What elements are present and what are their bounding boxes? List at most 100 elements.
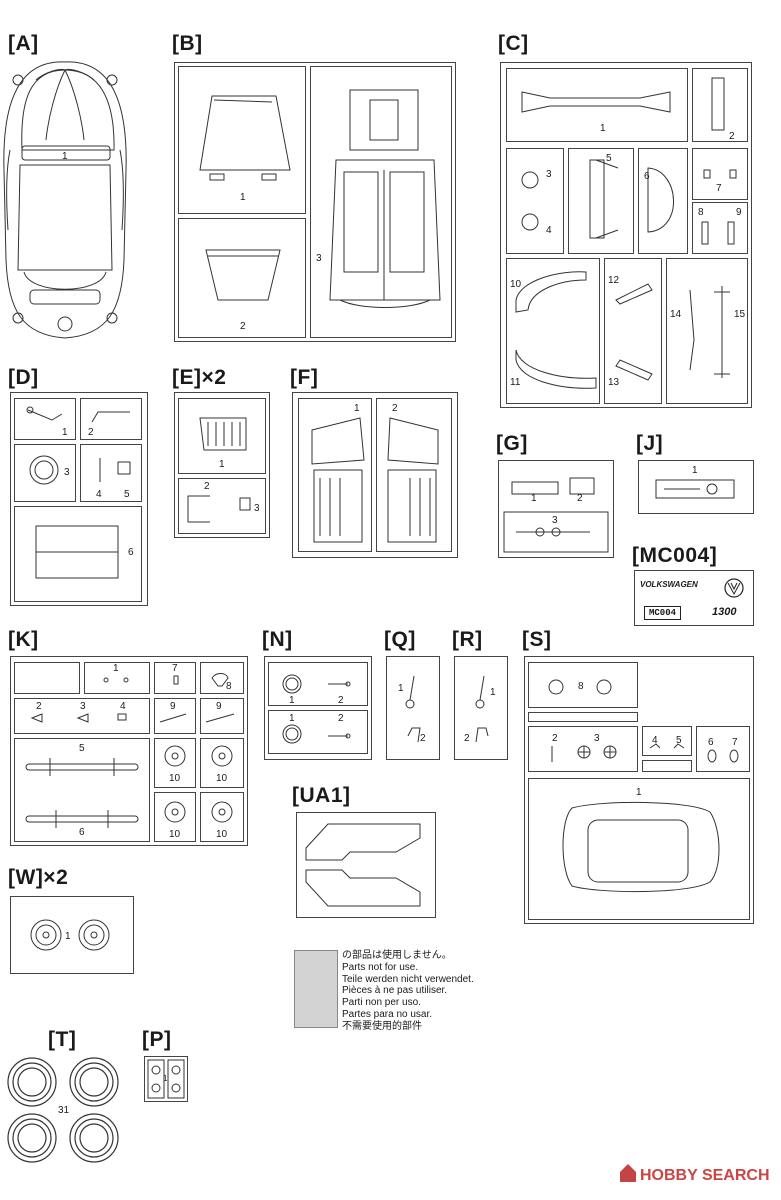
part-t31-label: 31 [58, 1105, 70, 1116]
sprue-d-cell-4 [80, 444, 142, 502]
sprue-c-cell-3 [506, 148, 564, 254]
part-n1a-label: 1 [289, 695, 295, 706]
part-s1-label: 1 [636, 787, 642, 798]
sprue-b-cell-2 [178, 218, 306, 338]
sprue-c-cell-14 [666, 258, 748, 404]
sprue-s-cell-strip [528, 712, 638, 722]
part-k5-label: 5 [79, 743, 85, 754]
sprue-title-mc004: [MC004] [632, 544, 718, 567]
part-c14-label: 14 [670, 309, 682, 320]
sprue-title-g: [G] [496, 432, 528, 455]
sprue-k-cell-5 [14, 738, 150, 842]
part-c5-label: 5 [606, 153, 612, 164]
part-q2-label: 2 [420, 733, 426, 744]
part-k6-label: 6 [79, 827, 85, 838]
sprue-d-cell-1 [14, 398, 76, 440]
part-g2-label: 2 [577, 493, 583, 504]
sprue-e-cell-2 [178, 478, 266, 534]
sprue-j-frame [638, 460, 754, 514]
part-k10c-label: 10 [169, 829, 181, 840]
sprue-p-frame [144, 1056, 188, 1102]
part-k7-label: 7 [172, 663, 178, 674]
sprue-k-cell-10c [154, 792, 196, 842]
part-c4-label: 4 [546, 225, 552, 236]
part-k8-label: 8 [226, 681, 232, 692]
part-k10d-label: 10 [216, 829, 228, 840]
part-a1-label: 1 [62, 151, 68, 162]
part-c2-label: 2 [729, 131, 735, 142]
part-c1-label: 1 [600, 123, 606, 134]
legend-line-it: Parti non per uso. [342, 997, 421, 1009]
sprue-k-cell-1 [84, 662, 150, 694]
sprue-title-f: [F] [290, 366, 319, 389]
part-s3-label: 3 [594, 733, 600, 744]
part-d2-label: 2 [88, 427, 94, 438]
sprue-s-cell-8 [528, 662, 638, 708]
sprue-k-cell-10d [200, 792, 244, 842]
part-e3-label: 3 [254, 503, 260, 514]
sprue-k-cell-9a [154, 698, 196, 734]
sprue-c-cell-6 [638, 148, 688, 254]
sprue-title-n: [N] [262, 628, 293, 651]
part-b2-label: 2 [240, 321, 246, 332]
sprue-title-q: [Q] [384, 628, 416, 651]
sprue-b-cell-3 [310, 66, 452, 338]
part-r1-label: 1 [490, 687, 496, 698]
part-j1-label: 1 [692, 465, 698, 476]
part-s5-label: 5 [676, 735, 682, 746]
unused-parts-swatch [294, 950, 338, 1028]
sprue-title-d: [D] [8, 366, 39, 389]
part-f2-label: 2 [392, 403, 398, 414]
part-w1-label: 1 [65, 931, 71, 942]
part-d5-label: 5 [124, 489, 130, 500]
decal-1300-badge: 1300 [712, 606, 737, 618]
sprue-title-e: [E]×2 [172, 366, 227, 389]
sprue-k-cell-blank [14, 662, 80, 694]
decal-volkswagen-text: VOLKSWAGEN [640, 580, 698, 589]
part-n2b-label: 2 [338, 713, 344, 724]
part-d4-label: 4 [96, 489, 102, 500]
part-k9b-label: 9 [216, 701, 222, 712]
sprue-c-cell-10 [506, 258, 600, 404]
sprue-c-cell-1 [506, 68, 688, 142]
part-f1-label: 1 [354, 403, 360, 414]
sprue-title-r: [R] [452, 628, 483, 651]
part-p1-label: 1 [163, 1074, 168, 1083]
sprue-k-cell-8 [200, 662, 244, 694]
sprue-d-cell-6 [14, 506, 142, 602]
sprue-n-cell-b [268, 710, 368, 754]
part-c7-label: 7 [716, 183, 722, 194]
sprue-d-cell-2 [80, 398, 142, 440]
sprue-n-cell-a [268, 662, 368, 706]
part-b1-label: 1 [240, 192, 246, 203]
part-d3-label: 3 [64, 467, 70, 478]
part-s4-label: 4 [652, 735, 658, 746]
part-d6-label: 6 [128, 547, 134, 558]
part-g3-label: 3 [552, 515, 558, 526]
sprue-title-b: [B] [172, 32, 203, 55]
sprue-title-p: [P] [142, 1028, 172, 1051]
sprue-k-cell-7 [154, 662, 196, 694]
part-k2-label: 2 [36, 701, 42, 712]
part-k1-label: 1 [113, 663, 119, 674]
part-n1b-label: 1 [289, 713, 295, 724]
part-k10a-label: 10 [169, 773, 181, 784]
part-k9a-label: 9 [170, 701, 176, 712]
sprue-c-cell-5 [568, 148, 634, 254]
sprue-f-cell-1 [298, 398, 372, 552]
legend-line-en: Parts not for use. [342, 961, 419, 973]
part-s8-label: 8 [578, 681, 584, 692]
sprue-s-cell-strip2 [642, 760, 692, 772]
